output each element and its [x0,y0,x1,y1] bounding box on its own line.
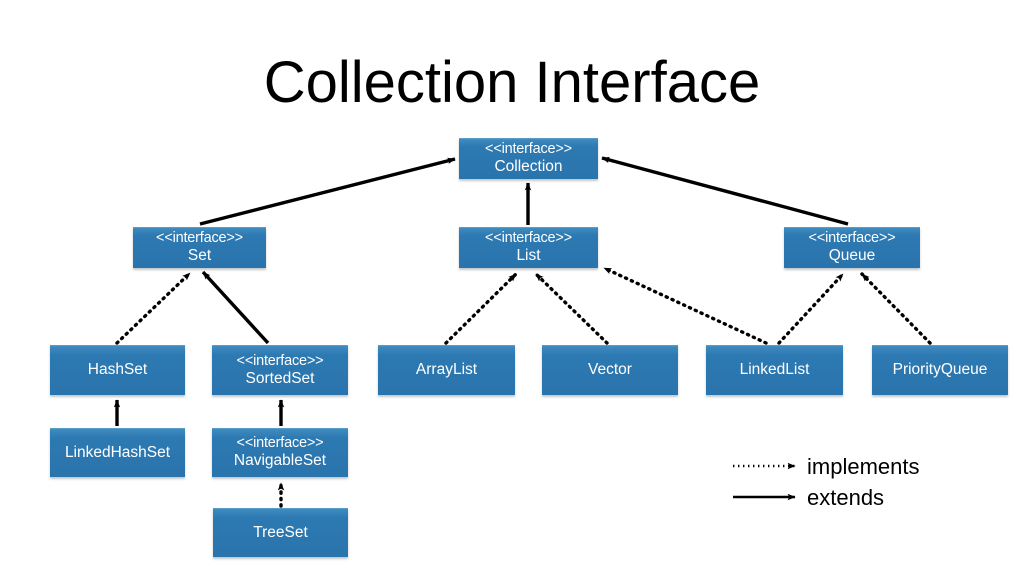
edge-priorityqueue-to-queue [860,272,932,345]
node-label: Collection [494,158,563,176]
node-navigableset[interactable]: <<interface>> NavigableSet [212,428,348,477]
edge-linkedlist-to-list [602,266,768,345]
node-label: NavigableSet [233,452,327,470]
edge-vector-to-list [534,272,609,345]
node-vector[interactable]: Vector [542,345,678,395]
edge-arraylist-to-list [444,272,518,345]
node-label: TreeSet [253,523,308,541]
node-label: ArrayList [415,361,478,379]
node-linkedhashset[interactable]: LinkedHashSet [50,428,185,477]
edge-set-to-collection [199,157,456,226]
legend-label-implements: implements [807,454,920,479]
node-hashset[interactable]: HashSet [50,345,185,395]
node-label: HashSet [87,361,148,379]
node-linkedlist[interactable]: LinkedList [706,345,843,395]
node-stereotype: <<interface>> [236,352,324,369]
edge-linkedlist-to-queue [777,272,845,345]
node-stereotype: <<interface>> [236,435,324,452]
node-label: Queue [828,247,876,265]
node-list[interactable]: <<interface>> List [459,227,598,268]
node-label: Vector [588,361,632,379]
node-stereotype: <<interface>> [485,141,572,158]
edge-queue-to-collection [601,156,849,226]
node-stereotype: <<interface>> [156,230,243,247]
node-label: LinkedHashSet [64,443,171,461]
node-label: Set [187,247,212,265]
legend-label-extends: extends [807,485,885,510]
node-label: List [516,247,541,265]
edge-sortedset-to-set [201,270,270,345]
node-priorityqueue[interactable]: PriorityQueue [872,345,1008,395]
node-arraylist[interactable]: ArrayList [378,345,515,395]
node-label: LinkedList [739,361,810,379]
node-sortedset[interactable]: <<interface>> SortedSet [212,345,348,395]
node-set[interactable]: <<interface>> Set [133,227,266,268]
node-queue[interactable]: <<interface>> Queue [784,227,920,268]
node-stereotype: <<interface>> [485,230,572,247]
node-treeset[interactable]: TreeSet [213,508,348,557]
node-label: PriorityQueue [892,361,988,379]
page-title: Collection Interface [263,50,761,115]
edge-hashset-to-set [115,271,192,345]
node-collection[interactable]: <<interface>> Collection [459,138,598,179]
node-label: SortedSet [245,369,315,387]
node-stereotype: <<interface>> [808,230,896,247]
